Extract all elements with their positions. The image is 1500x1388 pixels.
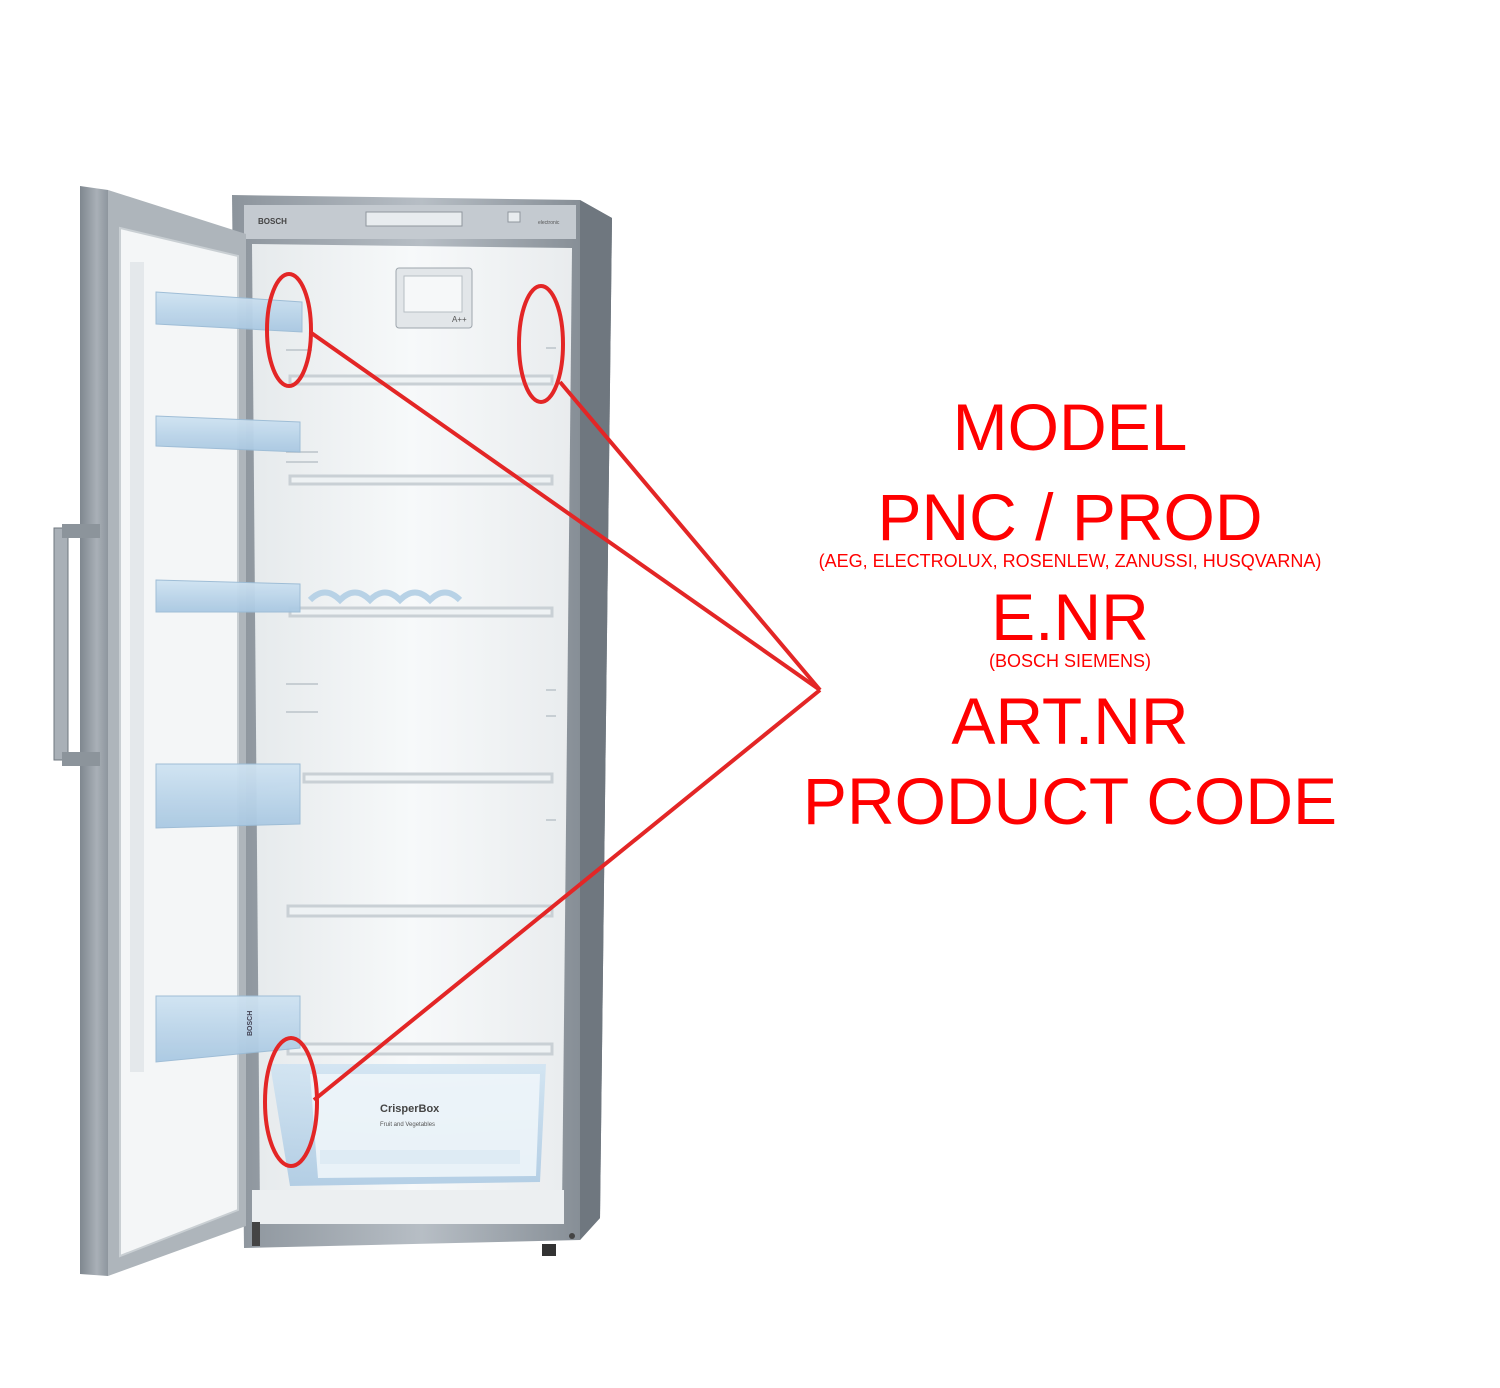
marker-ellipse-bottom-left [263, 1036, 319, 1168]
crisper-box: CrisperBox Fruit and Vegetables [270, 1064, 546, 1186]
marker-ellipse-top-left [265, 272, 313, 388]
crisper-subtitle-text: Fruit and Vegetables [380, 1122, 435, 1128]
shelves [286, 374, 554, 1056]
pointer-line-bottom-left [312, 688, 822, 1102]
brand-top-text: BOSCH [258, 217, 287, 226]
label-pnc-prod: PNC / PROD [877, 480, 1263, 554]
brand-door-text: BOSCH [247, 1011, 254, 1036]
label-model: MODEL [952, 390, 1188, 464]
marker-ellipse-top-right [517, 284, 565, 404]
pointer-line-top-left [308, 330, 822, 692]
label-enr-brands: (BOSCH SIEMENS) [988, 650, 1152, 671]
pointer-line-top-right [558, 380, 822, 692]
door-bins [155, 291, 303, 1063]
crisper-title-text: CrisperBox [380, 1103, 440, 1115]
fridge-cabinet: BOSCH electronic A++ [232, 195, 612, 1256]
annotation-markers [263, 272, 822, 1168]
label-enr: E.NR [991, 579, 1149, 654]
door-handle [53, 527, 69, 761]
electronic-text: electronic [538, 220, 560, 226]
fridge-door: BOSCH [53, 186, 303, 1276]
label-pnc-brands: (AEG, ELECTROLUX, ROSENLEW, ZANUSSI, HUS… [818, 551, 1322, 571]
label-artnr: ART.NR [951, 683, 1189, 758]
energy-label-text: A++ [452, 315, 467, 324]
label-product-code: PRODUCT CODE [802, 763, 1338, 838]
label-block: MODEL PNC / PROD (AEG, ELECTROLUX, ROSEN… [760, 380, 1380, 834]
bottle-rack [307, 589, 463, 605]
